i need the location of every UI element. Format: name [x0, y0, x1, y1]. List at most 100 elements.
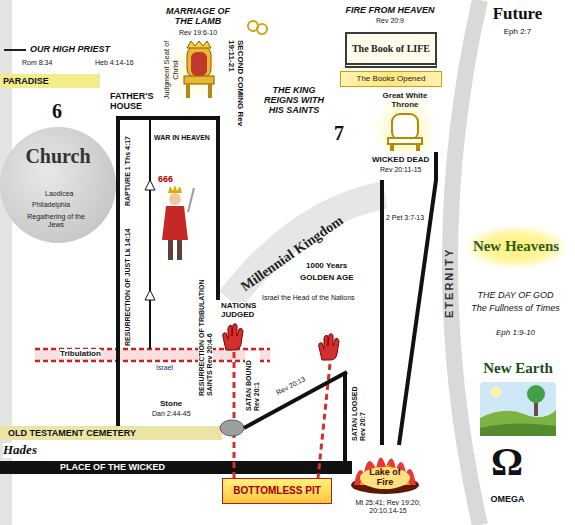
church-label: Regathering of the Jews [24, 213, 88, 229]
drawing-part [208, 84, 212, 98]
up-arrow [145, 290, 155, 300]
drawing-part [186, 84, 190, 98]
figure-head [169, 193, 181, 205]
throne-node: Great White Throne [372, 90, 438, 152]
fathers-house-line [118, 118, 218, 426]
number-label: 666 [158, 174, 173, 184]
scripture-ref: Rev 20:13 [275, 375, 307, 397]
up-arrow [145, 180, 155, 190]
place-label: FATHER'S HOUSE [110, 92, 162, 112]
event-label: RESURRECTION OF TRIBULATION SAINTS Rev 2… [198, 256, 213, 396]
timeline-line [343, 372, 347, 468]
figure-crown [168, 185, 182, 193]
event-label: RAPTURE 1 Ths 4:17 [124, 136, 132, 206]
node-text: The Books Opened [344, 74, 438, 83]
church-label: Laodicea [45, 190, 73, 198]
drawing-part [187, 41, 211, 48]
event-title: OUR HIGH PRIEST [30, 44, 110, 54]
fire-node: Lake of Fire [350, 445, 420, 495]
drawing-part [480, 382, 556, 436]
drawing-part [191, 52, 207, 76]
node-text: Great White Throne [376, 91, 434, 109]
timeline-line [380, 180, 384, 445]
drawing-part [491, 387, 501, 397]
landscape-node: New Earth [474, 358, 562, 438]
scripture-ref: 2 Pet 3:7-13 [386, 214, 424, 222]
rapture-line [149, 120, 151, 349]
cemetery-band [0, 426, 222, 440]
event-label: NATIONS JUDGED [221, 302, 261, 320]
place-label: PLACE OF THE WICKED [60, 462, 165, 472]
scripture-ref: Eph 1:9-10 [468, 328, 563, 337]
book-node: The Book of LIFE [345, 32, 437, 68]
figure-leg [177, 240, 182, 260]
satan-hand [223, 324, 243, 350]
glow-node: New Heavens [466, 226, 566, 268]
era-label: The Fullness of Times [468, 303, 563, 313]
scripture-ref: Rev 20:9 [340, 17, 440, 25]
stone-symbol [220, 420, 244, 436]
scripture-ref: Rom 8:34 [22, 59, 52, 67]
era-label: Israel the Head of the Nations [262, 294, 355, 302]
event-title: MARRIAGE OF THE LAMB [158, 7, 238, 27]
omega-symbol: Ω [482, 442, 532, 482]
place-label: Hades [3, 443, 37, 458]
satan-hand [319, 334, 339, 360]
event-label: WICKED DEAD [372, 155, 429, 164]
event-label: WAR IN HEAVEN [154, 134, 210, 142]
event-title: FIRE FROM HEAVEN [340, 5, 440, 15]
wicked-band [0, 461, 352, 474]
church-label: Philadelphia [32, 201, 70, 209]
band-node: The Books Opened [340, 71, 442, 87]
era-label: ETERNITY [443, 248, 456, 318]
node-text: Church [4, 145, 112, 168]
omega-label: OMEGA [470, 494, 545, 504]
drawing-part [527, 385, 545, 403]
drawing-part [392, 114, 418, 140]
event-label: RESURRECTION OF JUST Lk 14:14 [124, 229, 132, 346]
drawing-part [480, 410, 556, 436]
drawing-part [388, 138, 422, 144]
event-title: THE KING REIGNS WITH HIS SAINTS [258, 86, 330, 116]
era-label: 1000 Years [306, 261, 347, 270]
node-text: Judgment Seat of Christ [163, 40, 180, 100]
place-label: PARADISE [3, 76, 49, 86]
satan-path [233, 352, 236, 478]
event-label: SECOND COMING Rev 19:11-21 [227, 40, 245, 128]
nation-label: Israel [156, 364, 173, 372]
figure-sword [188, 188, 194, 212]
scripture-ref: Mt 25:41; Rev 19:20; 20:10,14-15 [343, 499, 433, 515]
scripture-ref: Eph 2:7 [470, 27, 565, 36]
era-label: THE DAY OF GOD [468, 290, 563, 300]
node-text: New Heavens [470, 238, 562, 255]
scripture-ref: Heb 4:14-16 [95, 59, 134, 67]
connector-line [399, 152, 436, 445]
node-text: BOTTOMLESS PIT [226, 485, 328, 497]
era-label: GOLDEN AGE [300, 273, 353, 282]
node-text: Lake of Fire [362, 467, 408, 488]
pit-node: BOTTOMLESS PIT [222, 478, 332, 504]
wedding-ring [257, 24, 267, 34]
event-label: SATAN LOOSED Rev 20:7 [351, 377, 366, 441]
paradise-band [0, 74, 100, 88]
drawing-part [416, 144, 420, 151]
era-number: 7 [334, 122, 344, 145]
drawing-part [360, 467, 410, 489]
millennium-arc [230, 195, 385, 300]
scripture-ref: Rev 20:11-15 [380, 166, 422, 174]
node-text: New Earth [478, 360, 558, 377]
era-title: Future [470, 4, 565, 24]
throne-node: Judgment Seat of Christ [163, 40, 215, 100]
drawing-part [184, 76, 214, 84]
era-number: 6 [52, 100, 62, 123]
scripture-ref: Rev 19:6-10 [170, 29, 226, 37]
drawing-part [390, 144, 394, 151]
figure-robe [162, 206, 188, 240]
drawing-part [187, 46, 211, 78]
tribulation-edge [35, 360, 270, 363]
period-label: Tribulation [60, 349, 101, 358]
event-label: SATAN BOUND Rev 20:1 [245, 351, 260, 411]
era-title: Millennial Kingdom [238, 213, 346, 296]
node-text: The Book of LIFE [349, 43, 433, 55]
